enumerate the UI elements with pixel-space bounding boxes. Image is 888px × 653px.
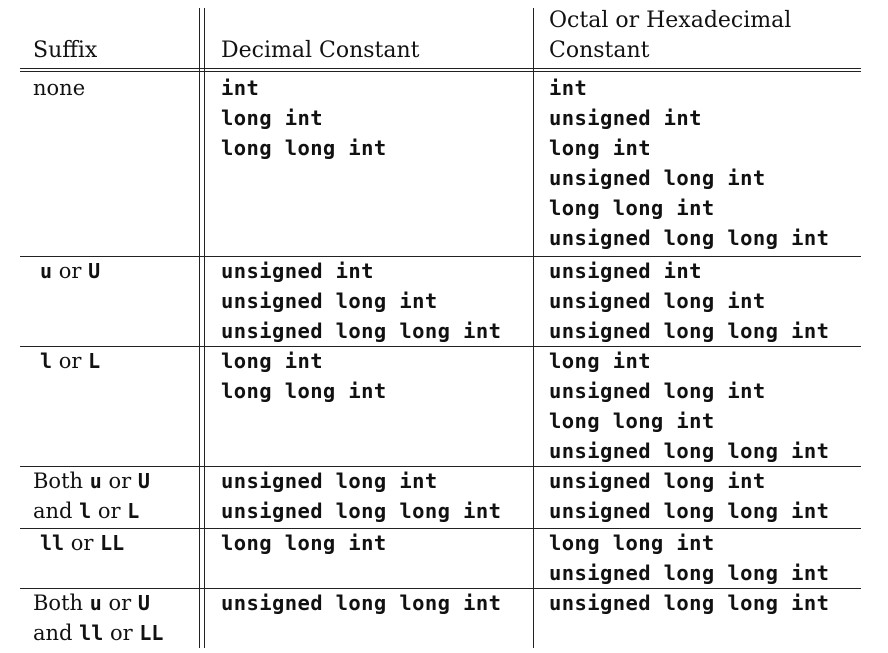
octal-hex-type: unsigned long long int (549, 439, 830, 463)
column-rule-double-right (204, 8, 205, 648)
suffix-keyword: LL (139, 621, 164, 645)
suffix-line: and ll or LL (33, 618, 163, 648)
suffix-keyword: l (79, 499, 92, 523)
decimal-type: long long int (221, 136, 387, 160)
header-octal-hex-line2: Constant (549, 38, 650, 63)
suffix-text: or (52, 259, 89, 283)
header-rule-bottom (20, 71, 861, 72)
suffix-line: none (33, 73, 85, 103)
octal-hex-type: unsigned long long int (549, 319, 830, 343)
decimal-type-cell: long long int (221, 528, 387, 558)
decimal-type: long int (221, 106, 323, 130)
suffix-text: or (101, 591, 138, 615)
suffix-text: Both (33, 591, 90, 615)
suffix-text: and (33, 621, 80, 645)
suffix-line: and l or L (33, 496, 150, 526)
octal-hex-type: long int (549, 349, 651, 373)
suffix-keyword: u (89, 469, 102, 493)
decimal-type-cell: int long int long long int (221, 73, 387, 163)
suffix-line: ll or LL (40, 528, 124, 558)
octal-hex-type: unsigned long int (549, 469, 766, 493)
suffix-text: or (52, 349, 89, 373)
header-decimal-constant: Decimal Constant (221, 38, 420, 63)
suffix-line: Both u or U (33, 466, 150, 496)
octal-hex-type-cell: unsigned long int unsigned long long int (549, 466, 829, 526)
suffix-text: Both (33, 469, 90, 493)
suffix-cell: ll or LL (40, 528, 124, 558)
octal-hex-type: long long int (549, 531, 715, 555)
suffix-line: l or L (40, 346, 100, 376)
suffix-line: Both u or U (33, 588, 163, 618)
suffix-line: u or U (40, 256, 100, 286)
suffix-cell: l or L (40, 346, 100, 376)
octal-hex-type: unsigned int (549, 259, 702, 283)
decimal-type: long long int (221, 531, 387, 555)
octal-hex-type: unsigned long long int (549, 226, 830, 250)
column-rule-single (533, 8, 534, 648)
suffix-text: none (33, 76, 86, 100)
suffix-text: or (101, 469, 138, 493)
octal-hex-type-cell: unsigned int unsigned long int unsigned lo… (549, 256, 829, 346)
decimal-type-cell: long int long long int (221, 346, 387, 406)
decimal-type: unsigned int (221, 259, 374, 283)
octal-hex-type: int (549, 76, 588, 100)
row-separator (20, 528, 861, 529)
octal-hex-type: long long int (549, 409, 715, 433)
suffix-keyword: ll (40, 531, 65, 555)
octal-hex-type: long int (549, 136, 651, 160)
octal-hex-type: unsigned long int (549, 379, 766, 403)
suffix-text: or (91, 499, 128, 523)
octal-hex-type: unsigned long long int (549, 561, 830, 585)
header-octal-hex-line1: Octal or Hexadecimal (549, 8, 792, 33)
decimal-type: int (221, 76, 260, 100)
decimal-type: unsigned long long int (221, 591, 502, 615)
suffix-keyword: U (88, 259, 101, 283)
octal-hex-type: unsigned long int (549, 289, 766, 313)
octal-hex-type-cell: unsigned long long int (549, 588, 829, 618)
row-separator (20, 256, 861, 257)
suffix-keyword: l (40, 349, 53, 373)
suffix-text: or (64, 531, 101, 555)
decimal-type: long long int (221, 379, 387, 403)
decimal-type: unsigned long long int (221, 499, 502, 523)
row-separator (20, 466, 861, 467)
decimal-type: unsigned long int (221, 469, 438, 493)
decimal-type: long int (221, 349, 323, 373)
decimal-type-cell: unsigned long int unsigned long long int (221, 466, 501, 526)
octal-hex-type: unsigned long long int (549, 591, 830, 615)
decimal-type: unsigned long int (221, 289, 438, 313)
octal-hex-type: long long int (549, 196, 715, 220)
octal-hex-type-cell: long int unsigned long int long long int un… (549, 346, 829, 466)
decimal-type: unsigned long long int (221, 319, 502, 343)
decimal-type-cell: unsigned long long int (221, 588, 501, 618)
suffix-keyword: U (137, 469, 150, 493)
suffix-text: and (33, 499, 80, 523)
octal-hex-type: unsigned long int (549, 166, 766, 190)
decimal-type-cell: unsigned int unsigned long int unsigned lo… (221, 256, 501, 346)
suffix-keyword: u (89, 591, 102, 615)
octal-hex-type: unsigned long long int (549, 499, 830, 523)
header-rule-top (20, 68, 861, 69)
suffix-keyword: u (40, 259, 53, 283)
suffix-keyword: U (137, 591, 150, 615)
suffix-text: or (103, 621, 140, 645)
octal-hex-type-cell: long long int unsigned long long int (549, 528, 829, 588)
octal-hex-type: unsigned int (549, 106, 702, 130)
header-suffix: Suffix (33, 38, 98, 63)
row-separator (20, 588, 861, 589)
suffix-keyword: ll (79, 621, 104, 645)
column-rule-double-left (199, 8, 200, 648)
suffix-keyword: L (127, 499, 140, 523)
suffix-keyword: L (88, 349, 101, 373)
suffix-cell: none (33, 73, 85, 103)
suffix-keyword: LL (100, 531, 125, 555)
octal-hex-type-cell: int unsigned int long int unsigned long int… (549, 73, 829, 253)
row-separator (20, 346, 861, 347)
suffix-cell: u or U (40, 256, 100, 286)
